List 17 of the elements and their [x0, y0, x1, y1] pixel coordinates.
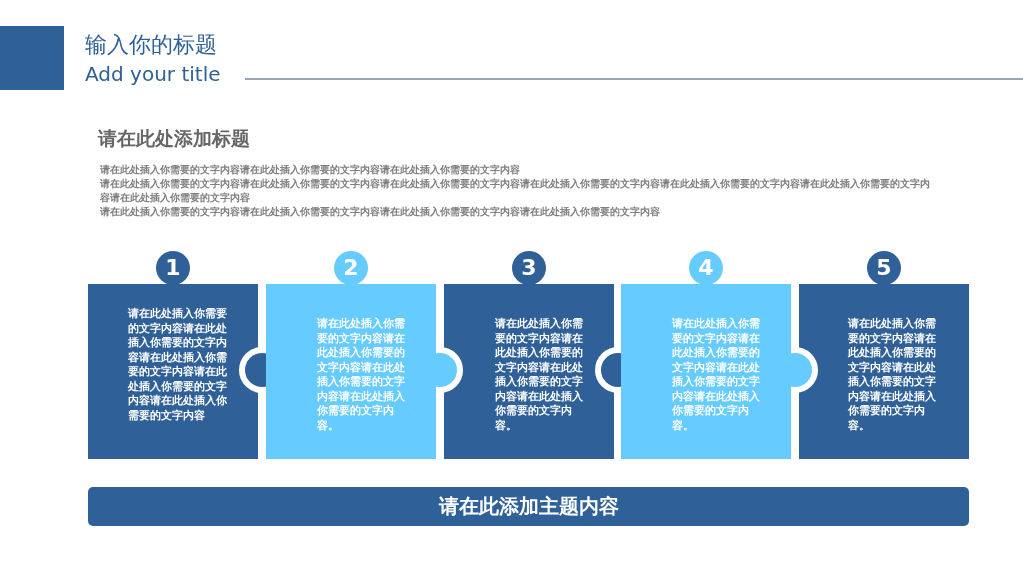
body-text: 请在此处插入你需要的文字内容请在此处插入你需要的文字内容请在此处插入你需要的文字内容请在此处插入你需要的文字内容。	[495, 316, 584, 432]
body-paragraph: 请在此处插入你需要的文字内容请在此处插入你需要的文字内容请在此处插入你需要的文字内容请在此处插入你需要的文字内容	[100, 205, 660, 219]
body-text: 请在此处插入你需要的文字内容请在此处插入你需要的文字内容请在此处插入你需要的文字内容请在此处插入你需要的文字内容。	[848, 316, 937, 432]
section-heading: 请在此处添加标题	[98, 126, 250, 151]
body-text: 请在此处插入你需要的文字内容请在此处插入你需要的文字内容请在此处插入你需要的文字内容请在此处插入你需要的文字内容。	[317, 316, 406, 432]
body-text: 请在此处插入你需要的文字内容请在此处插入你需要的文字内容请在此处插入你需要的文字内容请在此处插入你需要的文字内容请在此处插入你需要的文字内容	[128, 306, 228, 422]
body-paragraph: 请在此处插入你需要的文字内容请在此处插入你需要的文字内容请在此处插入你需要的文字内容请在此处插入你需要的文字内容请在此处插入你需要的文字内容请在此处插入你需要的文字内容请在此处插入你需要的文字内容	[100, 177, 930, 205]
number-badge: 4	[689, 251, 723, 285]
slide-title: 输入你的标题	[85, 31, 217, 59]
theme-bar: 请在此添加主题内容	[88, 487, 969, 526]
number-badge: 1	[156, 251, 190, 285]
body-text: 请在此处插入你需要的文字内容请在此处插入你需要的文字内容请在此处插入你需要的文字内容请在此处插入你需要的文字内容。	[672, 316, 761, 432]
body-paragraph: 请在此处插入你需要的文字内容请在此处插入你需要的文字内容请在此处插入你需要的文字内容	[100, 163, 520, 177]
number-badge: 2	[334, 251, 368, 285]
number-badge: 3	[512, 251, 546, 285]
slide-subtitle: Add your title	[85, 62, 221, 86]
number-badge: 5	[867, 251, 901, 285]
